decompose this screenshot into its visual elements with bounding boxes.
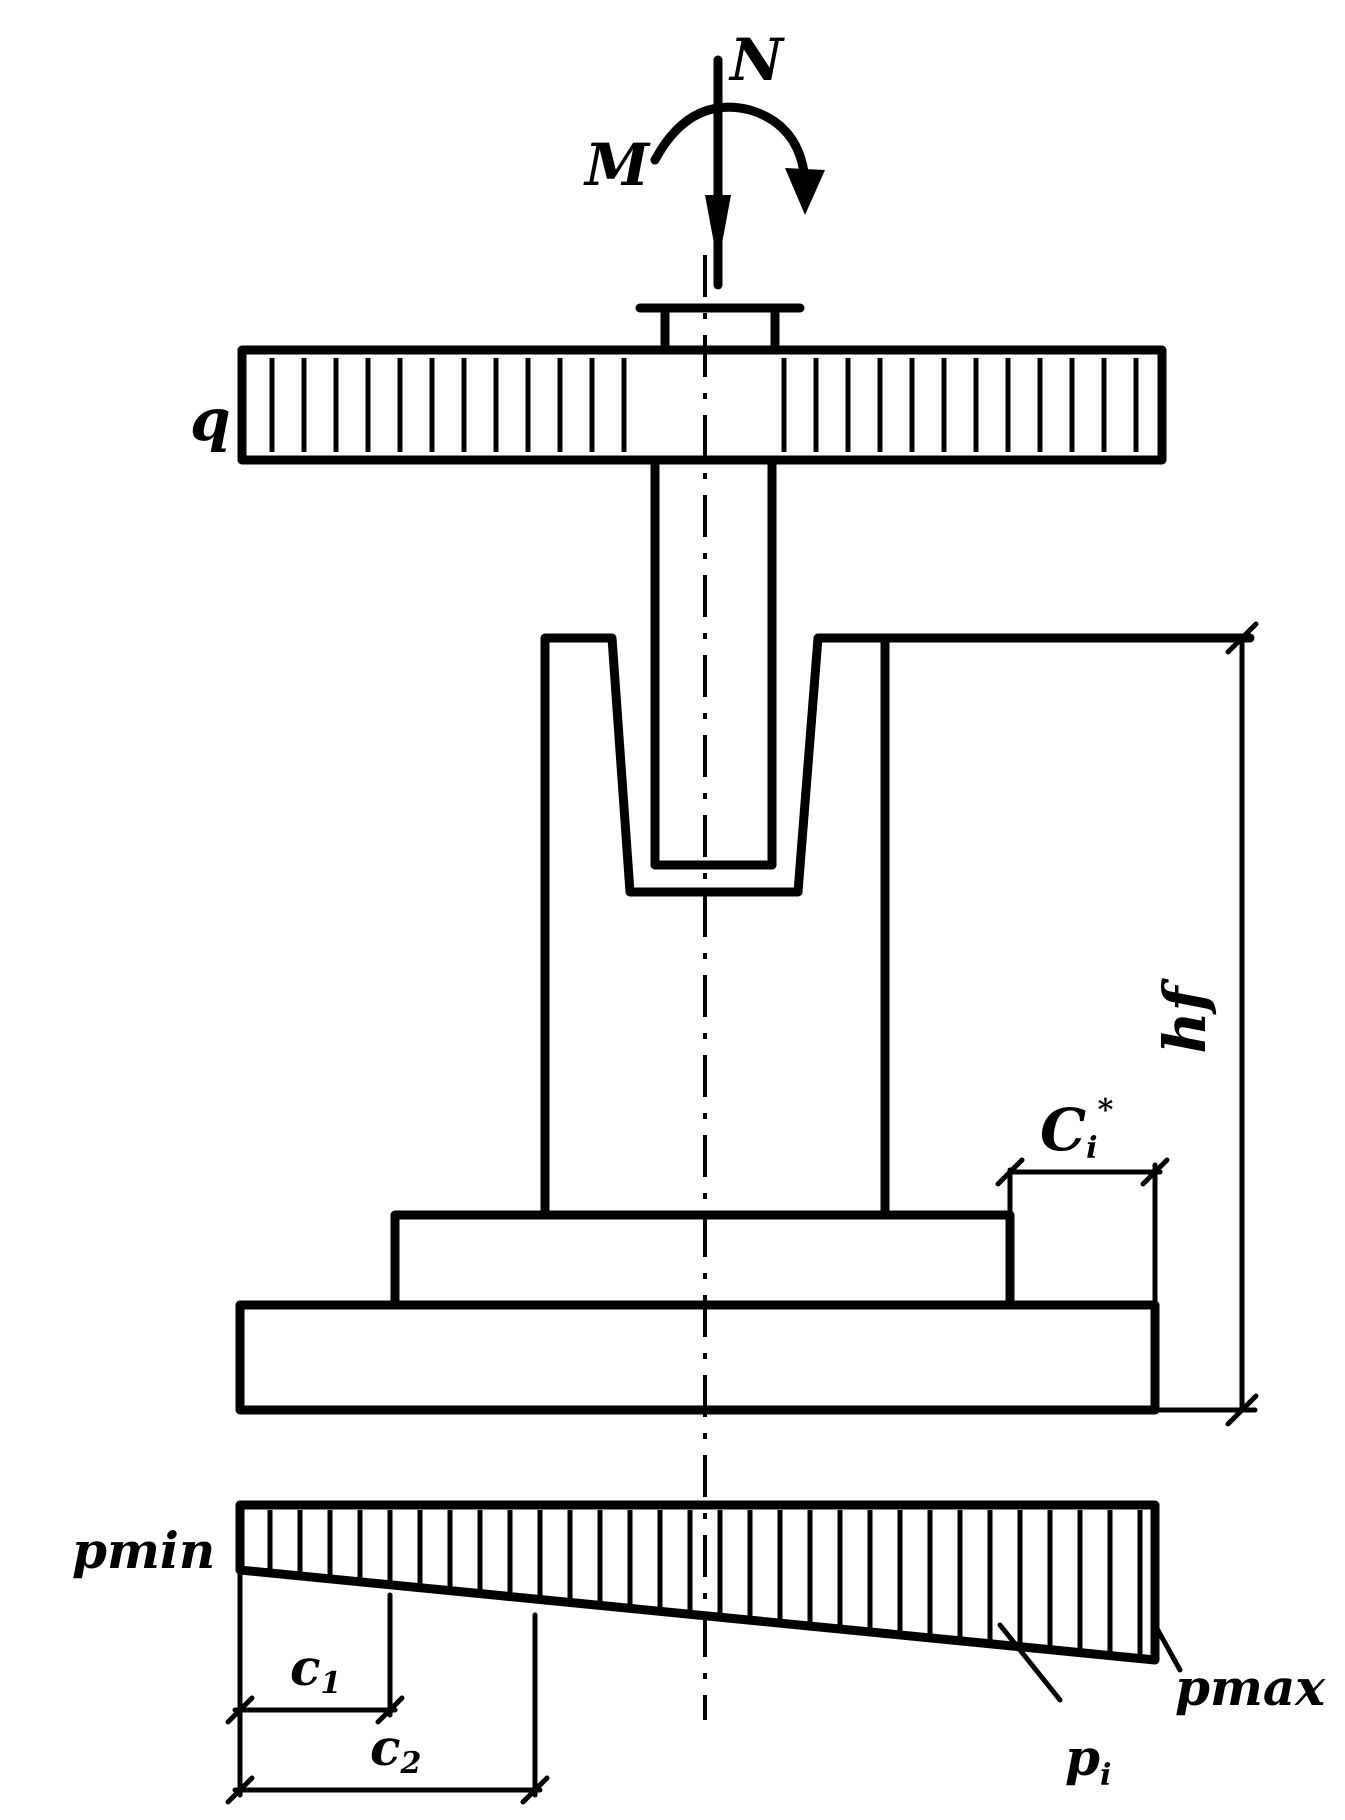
label-c2: c2 <box>370 1718 421 1781</box>
dimension-c1 <box>225 1567 405 1798</box>
leader-pmax <box>1152 1622 1183 1673</box>
label-hf: hf <box>1151 977 1219 1053</box>
label-pmax: pmax <box>1175 1658 1326 1717</box>
soil-pressure-diagram <box>235 1500 1160 1665</box>
label-c2-main: c <box>370 1718 400 1777</box>
label-N: N <box>728 26 785 94</box>
column-cap <box>635 303 805 355</box>
label-c1-sub: 1 <box>320 1666 341 1701</box>
label-c1: c1 <box>290 1638 341 1701</box>
label-ci-main: C <box>1040 1096 1086 1164</box>
label-pi-sub: i <box>1100 1758 1111 1793</box>
label-pi: pi <box>1065 1728 1111 1793</box>
label-M: M <box>583 131 651 199</box>
foundation-base-slab <box>235 1300 1160 1415</box>
moment-arrow-M <box>650 102 825 215</box>
leader-pi <box>997 1622 1063 1703</box>
dimension-c2 <box>225 1612 550 1805</box>
dimension-ci <box>995 1157 1170 1308</box>
distributed-load-q <box>237 345 1167 465</box>
label-ci: Ci* <box>1040 1093 1114 1166</box>
dimension-hf <box>880 621 1259 1427</box>
label-pmin: pmin <box>72 1521 215 1580</box>
label-ci-sub: i <box>1086 1131 1097 1166</box>
label-pi-main: p <box>1065 1728 1100 1787</box>
foundation-upper-step <box>390 1210 1015 1310</box>
label-c1-main: c <box>290 1638 320 1697</box>
load-arrow-N <box>705 55 731 290</box>
label-c2-sub: 2 <box>399 1746 421 1781</box>
precast-column <box>650 455 777 870</box>
label-q: q <box>190 386 231 454</box>
label-ci-sup: * <box>1098 1093 1114 1128</box>
foundation-pedestal <box>540 633 890 1220</box>
